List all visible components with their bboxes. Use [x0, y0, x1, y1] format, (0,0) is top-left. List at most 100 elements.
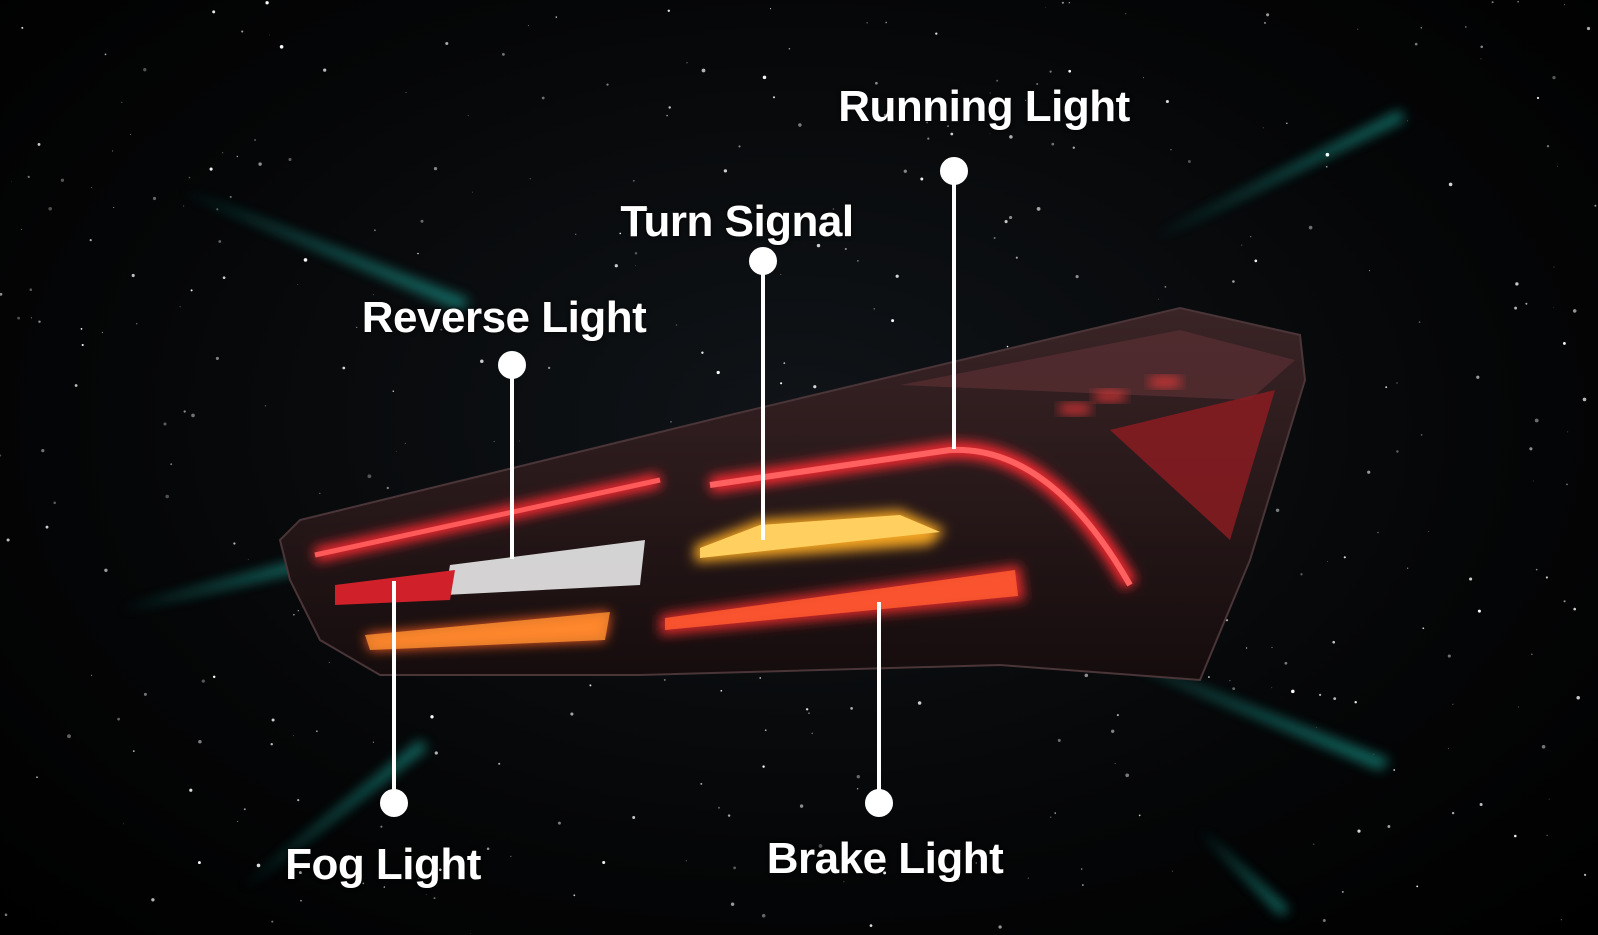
star — [486, 847, 490, 850]
star — [1068, 69, 1072, 73]
star — [323, 68, 327, 72]
star — [903, 169, 907, 173]
star — [53, 501, 56, 505]
star — [112, 150, 114, 152]
star — [1418, 321, 1421, 323]
star — [67, 734, 71, 739]
star — [957, 879, 959, 880]
star — [732, 214, 735, 216]
star — [772, 96, 776, 99]
star — [440, 328, 443, 331]
star — [788, 47, 791, 50]
star — [1300, 573, 1303, 576]
star — [143, 68, 147, 72]
star — [606, 83, 609, 86]
star — [190, 289, 193, 292]
star — [1285, 122, 1288, 125]
star — [1111, 729, 1115, 733]
star — [38, 320, 41, 323]
star — [632, 179, 635, 182]
star — [573, 894, 576, 897]
star — [1036, 82, 1039, 86]
turn-signal-label: Turn Signal — [620, 197, 854, 246]
star — [1567, 431, 1569, 433]
star — [1422, 627, 1425, 630]
star — [1357, 829, 1361, 833]
star — [1143, 77, 1144, 79]
star — [1546, 144, 1550, 148]
star — [927, 137, 930, 140]
star — [1535, 568, 1538, 571]
star — [151, 898, 155, 902]
star — [1536, 96, 1540, 100]
star — [316, 730, 318, 732]
star — [1271, 647, 1273, 648]
star — [1416, 885, 1419, 888]
star — [319, 492, 321, 495]
star — [920, 177, 924, 181]
star — [1068, 2, 1070, 4]
star — [675, 324, 677, 326]
star — [1263, 21, 1267, 24]
star — [1315, 726, 1317, 728]
star — [36, 776, 38, 778]
star — [1367, 470, 1371, 474]
star — [218, 240, 222, 243]
star — [1027, 877, 1029, 879]
star — [883, 113, 887, 117]
star — [1452, 703, 1454, 705]
star — [1009, 215, 1013, 220]
star — [733, 866, 736, 870]
star — [372, 741, 374, 743]
star — [1556, 165, 1558, 167]
star — [1158, 298, 1159, 300]
star — [866, 22, 868, 24]
star — [1025, 99, 1027, 101]
star — [81, 343, 84, 347]
star — [1241, 244, 1243, 246]
star — [1469, 577, 1473, 581]
star — [1385, 386, 1388, 389]
fog-light-dot — [380, 789, 408, 817]
star — [875, 81, 878, 85]
star — [21, 228, 22, 230]
star — [1464, 26, 1467, 28]
star — [197, 861, 201, 865]
star — [89, 239, 92, 242]
star — [1081, 868, 1083, 870]
star — [1573, 607, 1576, 611]
star — [1325, 152, 1330, 157]
star — [1322, 918, 1326, 923]
star — [557, 821, 561, 825]
star — [701, 68, 706, 73]
star — [1225, 619, 1229, 622]
star — [1572, 309, 1577, 313]
star — [212, 10, 216, 14]
star — [367, 474, 372, 479]
star — [229, 195, 232, 199]
star — [762, 75, 767, 80]
star — [1229, 679, 1231, 682]
star — [541, 96, 545, 100]
star — [29, 288, 33, 291]
star — [27, 175, 30, 178]
star — [152, 196, 157, 201]
star — [663, 678, 666, 681]
star — [1318, 693, 1322, 697]
star — [1534, 418, 1539, 423]
star — [170, 463, 173, 466]
star — [247, 558, 249, 560]
star — [288, 157, 292, 162]
star — [104, 53, 107, 56]
star — [303, 258, 308, 262]
star — [264, 405, 267, 407]
star — [1051, 142, 1055, 146]
star — [91, 187, 93, 189]
star — [265, 1, 269, 5]
star — [1552, 75, 1556, 80]
star — [832, 208, 834, 210]
star — [480, 359, 484, 363]
star — [646, 207, 648, 210]
star — [527, 25, 529, 27]
star — [1082, 884, 1084, 886]
